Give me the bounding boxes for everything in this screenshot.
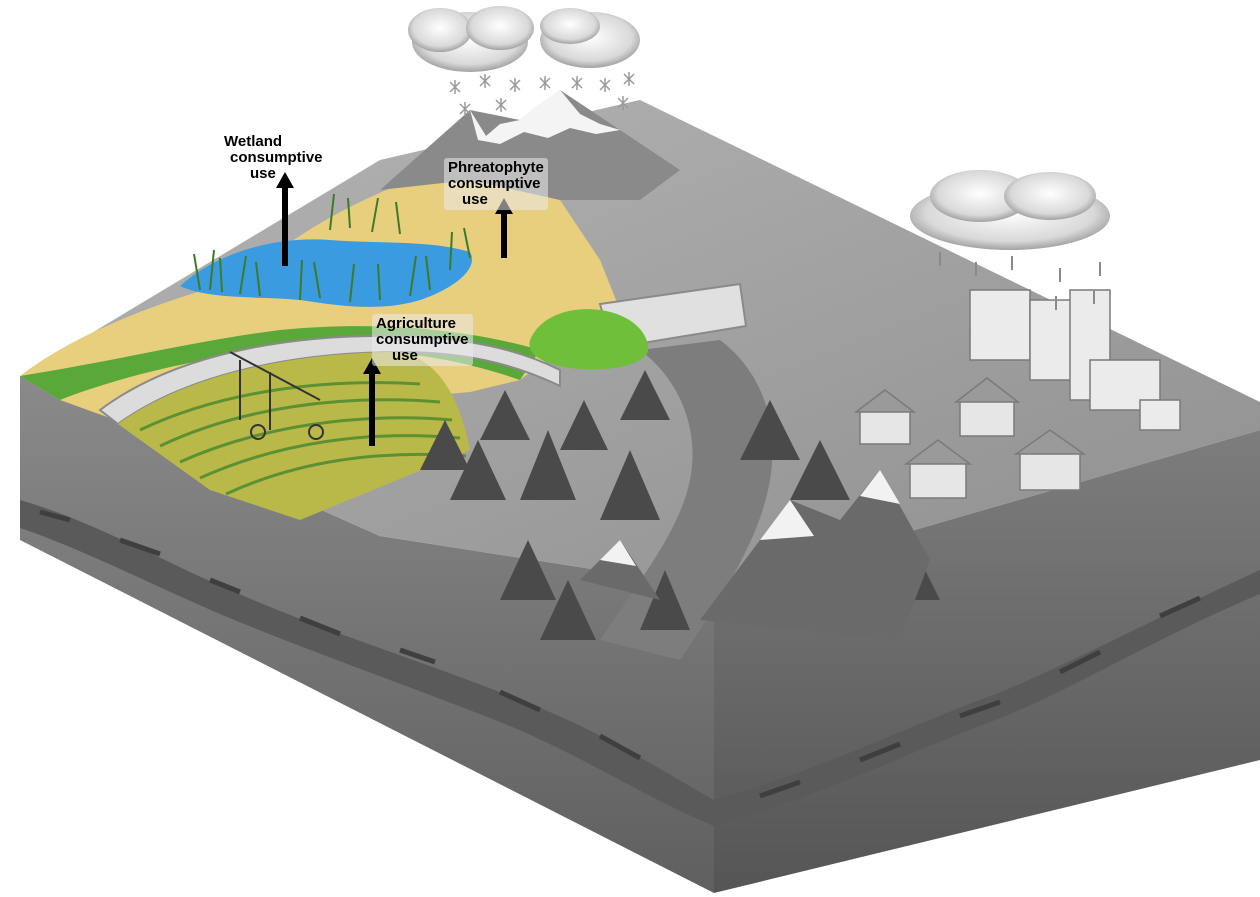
phreatophyte-label-line-2: consumptive: [448, 175, 541, 192]
wetland-label-line-2: consumptive: [230, 149, 323, 166]
wetland-reeds: [193, 193, 471, 303]
agriculture-consumptive-use-label: Agriculture consumptive use: [372, 314, 473, 366]
phreatophyte-label-line-1: Phreatophyte: [448, 159, 544, 176]
snowflake-icon: [449, 72, 635, 116]
agriculture-label-line-2: consumptive: [376, 331, 469, 348]
forest-mountains: [580, 470, 930, 640]
city-buildings: [969, 289, 1181, 431]
aquifer-band-right: [714, 570, 1260, 826]
aquifer-band-left: [20, 500, 714, 826]
phreatophyte-consumptive-use-label: Phreatophyte consumptive use: [444, 158, 548, 210]
cloud-icon-city: [910, 170, 1110, 250]
snow-caps: [470, 90, 620, 144]
houses: [853, 377, 1087, 499]
wetland-label-line-1: Wetland: [224, 133, 283, 150]
wetland-label-line-3: use: [250, 165, 276, 182]
center-pivot-irrigator: [229, 351, 324, 440]
aquifer-cracks: [39, 509, 1202, 799]
wetland-water: [180, 239, 472, 307]
raindrop-icon: [939, 252, 1101, 310]
agriculture-label-line-3: use: [392, 347, 418, 364]
wetland-consumptive-use-label: Wetland consumptive use: [222, 134, 323, 182]
green-bush: [529, 309, 649, 370]
crop-rows: [139, 381, 467, 496]
forest-snow: [600, 470, 900, 566]
cloud-icon-right: [540, 8, 640, 68]
soil-block-left-face: [20, 376, 714, 893]
crop-field: [118, 352, 470, 520]
cloud-icon-left: [408, 6, 534, 72]
phreatophyte-label-line-3: use: [462, 191, 488, 208]
agriculture-label-line-1: Agriculture: [376, 315, 457, 332]
